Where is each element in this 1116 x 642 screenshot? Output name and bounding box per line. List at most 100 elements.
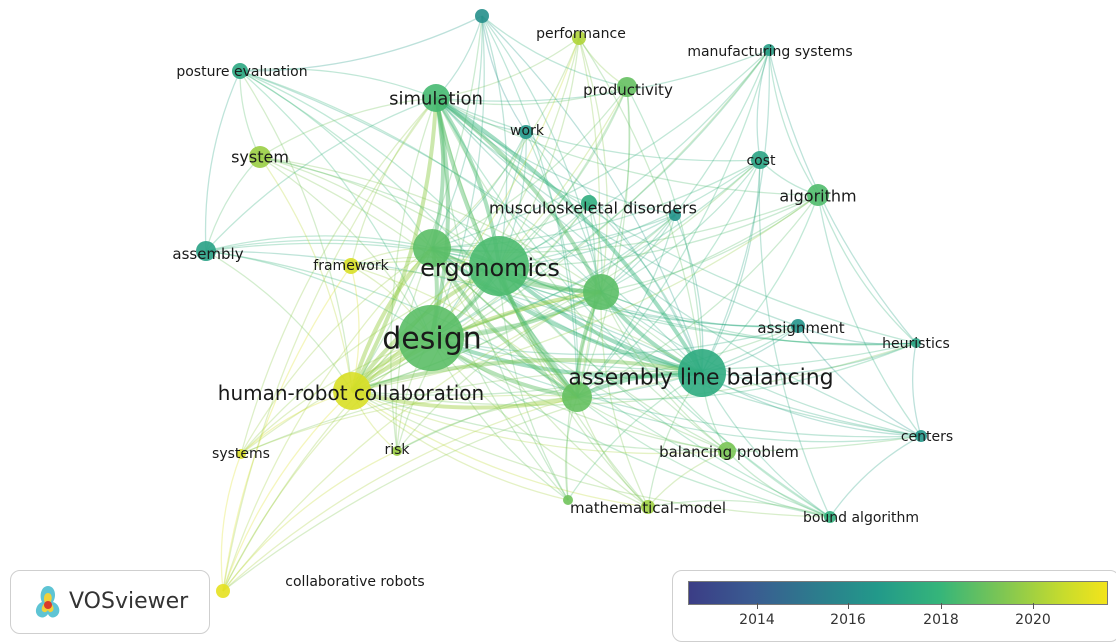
node-assembly-line-balancing[interactable] <box>678 349 726 397</box>
network-link <box>222 390 353 592</box>
node-label-algorithm[interactable]: algorithm <box>779 187 856 206</box>
node-label-balancing-problem[interactable]: balancing problem <box>659 443 799 461</box>
network-link <box>350 246 434 392</box>
network-link <box>430 37 580 339</box>
network-link <box>259 156 353 392</box>
node-label-centers[interactable]: centers <box>901 429 953 445</box>
network-link <box>600 291 917 346</box>
node-assignment[interactable] <box>791 319 805 333</box>
network-link <box>434 96 603 293</box>
node-label-productivity[interactable]: productivity <box>583 81 673 99</box>
node-label-manufacturing-systems[interactable]: manufacturing systems <box>687 44 852 60</box>
node-label-human-robot-collaboration[interactable]: human-robot collaboration <box>218 381 484 405</box>
network-link <box>431 247 649 508</box>
node-label-posture-evaluation[interactable]: posture evaluation <box>176 64 307 80</box>
node-bound-algorithm[interactable] <box>824 511 836 523</box>
network-link <box>431 37 580 249</box>
network-link <box>431 247 831 518</box>
node-productivity[interactable] <box>617 77 637 97</box>
network-link <box>239 70 703 374</box>
color-scale-tick <box>941 603 942 609</box>
node-human-robot-collaboration[interactable] <box>333 372 371 410</box>
network-link <box>576 396 831 518</box>
network-link <box>239 15 483 72</box>
node-simulation[interactable] <box>422 84 450 112</box>
node-systems[interactable] <box>236 449 246 459</box>
node-assembly[interactable] <box>196 241 216 261</box>
node-label-assembly-line-balancing[interactable]: assembly line balancing <box>568 366 833 391</box>
network-link <box>222 247 433 592</box>
network-link <box>797 325 922 437</box>
network-link <box>431 49 770 249</box>
network-link <box>588 202 703 374</box>
network-link <box>498 265 728 452</box>
node-work[interactable] <box>519 125 533 139</box>
network-link <box>435 97 917 344</box>
node-label-framework[interactable]: framework <box>313 258 389 274</box>
unlabeled-node-1[interactable] <box>475 9 489 23</box>
node-manufacturing-systems[interactable] <box>763 44 775 56</box>
node-label-collaborative-robots[interactable]: collaborative robots <box>285 574 424 590</box>
network-link <box>481 15 578 398</box>
color-scale-tick-label: 2020 <box>1015 612 1051 628</box>
network-link <box>578 37 703 374</box>
node-label-assembly[interactable]: assembly <box>172 245 243 263</box>
unlabeled-node-4[interactable] <box>562 382 592 412</box>
node-label-system[interactable]: system <box>231 148 289 167</box>
node-label-design[interactable]: design <box>382 322 482 357</box>
network-link <box>498 49 770 267</box>
network-link <box>390 97 437 452</box>
node-label-risk[interactable]: risk <box>384 442 410 458</box>
unlabeled-node-3[interactable] <box>583 274 619 310</box>
network-link <box>481 15 508 267</box>
node-performance[interactable] <box>572 31 586 45</box>
node-balancing-problem[interactable] <box>718 442 736 460</box>
network-link <box>600 291 799 328</box>
network-link <box>576 396 728 452</box>
node-label-assignment[interactable]: assignment <box>757 319 844 337</box>
node-label-cost[interactable]: cost <box>746 153 776 169</box>
node-framework[interactable] <box>343 258 359 274</box>
network-link <box>431 247 569 501</box>
color-scale-tick-label: 2016 <box>830 612 866 628</box>
node-label-simulation[interactable]: simulation <box>389 89 483 110</box>
node-collaborative-robots[interactable] <box>216 584 230 598</box>
node-label-heuristics[interactable]: heuristics <box>882 336 950 352</box>
node-ergonomics[interactable] <box>469 236 529 296</box>
node-musculoskeletal-disorders[interactable] <box>669 209 681 221</box>
network-link <box>576 396 922 443</box>
network-link <box>222 372 703 592</box>
node-label-mathematical-model[interactable]: mathematical-model <box>570 499 726 517</box>
network-link <box>430 214 676 339</box>
unlabeled-node-2[interactable] <box>413 229 451 267</box>
network-link <box>350 97 438 392</box>
network-link <box>205 242 602 293</box>
node-risk[interactable] <box>392 446 402 456</box>
network-link <box>430 337 922 438</box>
network-link <box>434 96 704 375</box>
node-system[interactable] <box>249 146 271 168</box>
network-link <box>481 15 628 88</box>
node-design[interactable] <box>398 305 464 371</box>
unlabeled-node-6[interactable] <box>581 195 597 211</box>
node-label-performance[interactable]: performance <box>536 26 626 42</box>
node-label-bound-algorithm[interactable]: bound algorithm <box>803 510 919 526</box>
node-algorithm[interactable] <box>807 184 829 206</box>
network-link <box>435 97 676 216</box>
node-posture-evaluation[interactable] <box>232 63 248 79</box>
network-link <box>576 37 601 398</box>
unlabeled-node-5[interactable] <box>563 495 573 505</box>
node-cost[interactable] <box>751 151 769 169</box>
network-link <box>435 97 728 452</box>
node-mathematical-model[interactable] <box>641 500 655 514</box>
unlabeled-node-layer <box>413 9 619 505</box>
node-label-systems[interactable]: systems <box>212 446 270 462</box>
node-label-ergonomics[interactable]: ergonomics <box>420 254 560 282</box>
network-link <box>435 97 761 162</box>
node-label-work[interactable]: work <box>510 123 545 139</box>
node-heuristics[interactable] <box>911 338 921 348</box>
node-centers[interactable] <box>915 430 927 442</box>
node-label-musculoskeletal-disorders[interactable]: musculoskeletal disorders <box>489 199 697 218</box>
network-link <box>239 70 261 158</box>
